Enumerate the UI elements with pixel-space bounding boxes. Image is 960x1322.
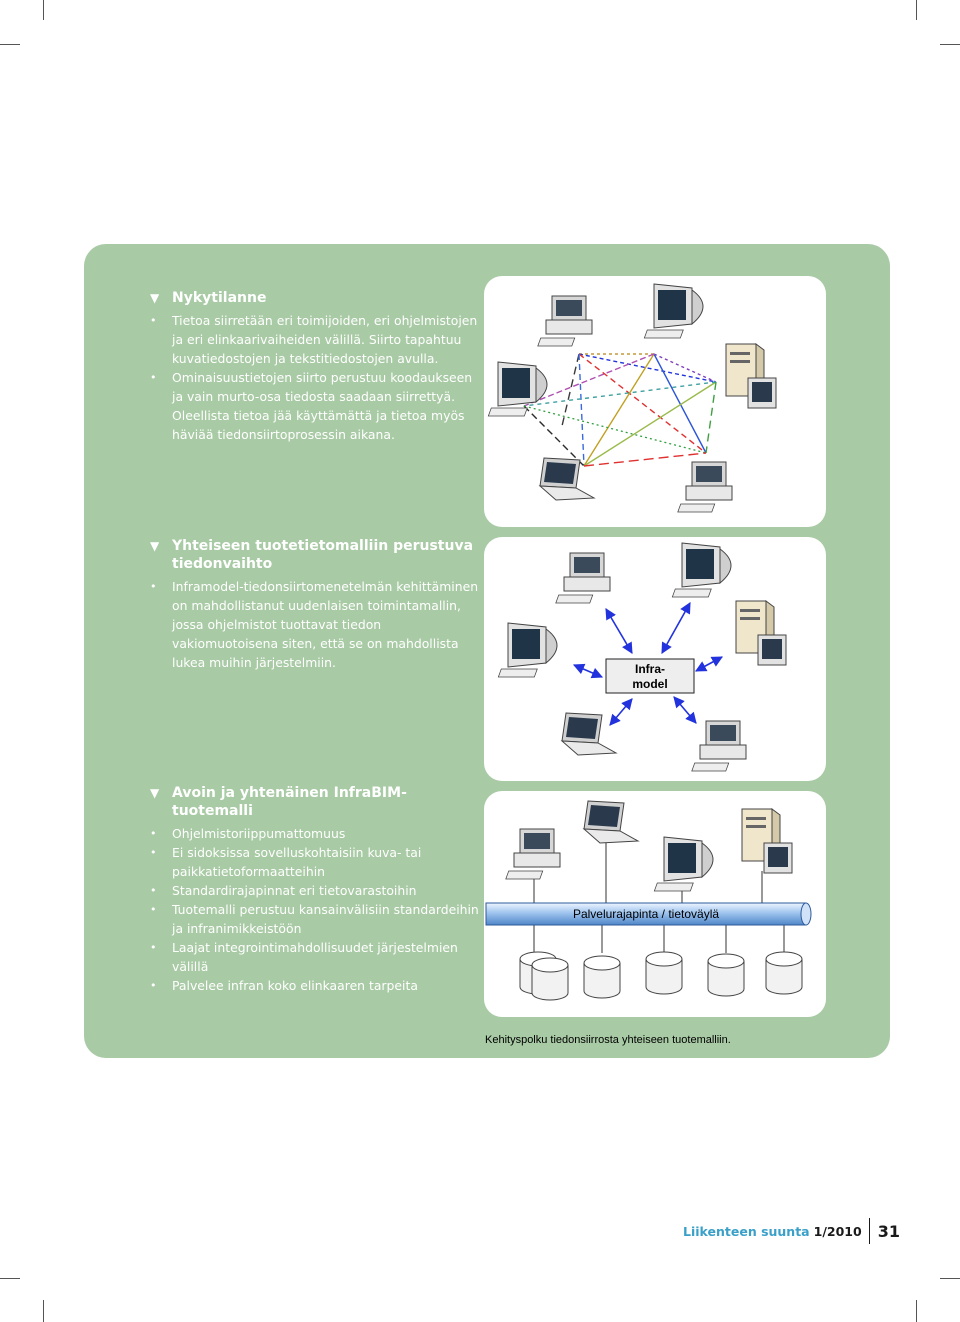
- crop-mark: [43, 1300, 44, 1322]
- desktop-computer-icon: [505, 828, 561, 880]
- database-icon: [707, 953, 745, 997]
- list-item: Laajat integrointimahdollisuudet järjest…: [150, 938, 480, 976]
- desktop-computer-icon: [677, 461, 733, 513]
- list-item: Ominaisuustietojen siirto perustuu kooda…: [150, 368, 480, 444]
- list-item: Palvelee infran koko elinkaaren tarpeita: [150, 976, 480, 995]
- section-shared-model: ▼ Yhteiseen tuotetietomalliin perustuva …: [150, 537, 480, 672]
- crop-mark: [0, 1278, 20, 1279]
- list-item: Tuotemalli perustuu kansainvälisiin stan…: [150, 900, 480, 938]
- page-footer: Liikenteen suunta 1/2010 31: [683, 1218, 900, 1244]
- page-number: 31: [877, 1221, 900, 1241]
- database-icon: [645, 951, 683, 995]
- triangle-bullet-icon: ▼: [150, 291, 160, 305]
- bullet-list: Tietoa siirretään eri toimijoiden, eri o…: [150, 311, 480, 444]
- section-heading: ▼ Avoin ja yhtenäinen InfraBIM-tuotemall…: [150, 784, 480, 820]
- desktop-computer-icon: [537, 295, 593, 347]
- magazine-name: Liikenteen suunta: [683, 1223, 810, 1239]
- diagram-point-to-point: [484, 276, 826, 527]
- database-icon: [765, 951, 803, 995]
- bullet-list: Ohjelmistoriippumattomuus Ei sidoksissa …: [150, 824, 480, 995]
- crt-monitor-icon: [497, 622, 558, 678]
- bus-drops: [533, 831, 785, 953]
- issue-number: 1/2010: [813, 1223, 862, 1239]
- triangle-bullet-icon: ▼: [150, 539, 160, 553]
- crt-monitor-icon: [653, 836, 714, 892]
- crt-monitor-icon: [487, 361, 548, 417]
- section-title: Nykytilanne: [172, 290, 267, 306]
- hub-arrows: [572, 602, 723, 726]
- inframodel-label-line2: model: [632, 677, 667, 691]
- mesh-links: [523, 353, 717, 467]
- server-icon: [735, 600, 787, 666]
- bullet-list: Inframodel-tiedonsiirtomenetelmän kehitt…: [150, 577, 480, 672]
- section-heading: ▼ Yhteiseen tuotetietomalliin perustuva …: [150, 537, 480, 573]
- list-item: Ohjelmistoriippumattomuus: [150, 824, 480, 843]
- list-item: Ei sidoksissa sovelluskohtaisiin kuva- t…: [150, 843, 480, 881]
- server-icon: [725, 343, 777, 409]
- database-icon: [531, 957, 569, 1001]
- list-item: Tietoa siirretään eri toimijoiden, eri o…: [150, 311, 480, 368]
- inframodel-box: [605, 658, 695, 694]
- triangle-bullet-icon: ▼: [150, 786, 160, 800]
- crt-monitor-icon: [643, 283, 704, 339]
- inframodel-label-line1: Infra-: [635, 662, 665, 676]
- footer-divider: [868, 1218, 870, 1244]
- crop-mark: [940, 44, 960, 45]
- crop-mark: [916, 0, 917, 20]
- crop-mark: [940, 1278, 960, 1279]
- database-icon: [583, 955, 621, 999]
- desktop-computer-icon: [555, 552, 611, 604]
- laptop-icon: [561, 712, 617, 756]
- crop-mark: [0, 44, 20, 45]
- crop-mark: [43, 0, 44, 20]
- service-bus-label: Palvelurajapinta / tietoväylä: [573, 907, 719, 921]
- diagram-inframodel-hub: Infra- model: [484, 537, 826, 781]
- section-current-state: ▼ Nykytilanne Tietoa siirretään eri toim…: [150, 289, 480, 444]
- list-item: Inframodel-tiedonsiirtomenetelmän kehitt…: [150, 577, 480, 672]
- figure-caption: Kehityspolku tiedonsiirrosta yhteiseen t…: [485, 1034, 731, 1046]
- list-item: Standardirajapinnat eri tietovarastoihin: [150, 881, 480, 900]
- desktop-computer-icon: [691, 720, 747, 772]
- crop-mark: [916, 1300, 917, 1322]
- diagram-service-bus: Palvelurajapinta / tietoväylä: [484, 791, 826, 1017]
- section-title: Avoin ja yhtenäinen InfraBIM-tuotemalli: [172, 785, 407, 819]
- section-infrabim: ▼ Avoin ja yhtenäinen InfraBIM-tuotemall…: [150, 784, 480, 995]
- laptop-icon: [583, 800, 639, 844]
- section-title: Yhteiseen tuotetietomalliin perustuva ti…: [172, 538, 474, 572]
- server-icon: [741, 808, 793, 874]
- crt-monitor-icon: [671, 542, 732, 598]
- section-heading: ▼ Nykytilanne: [150, 289, 480, 307]
